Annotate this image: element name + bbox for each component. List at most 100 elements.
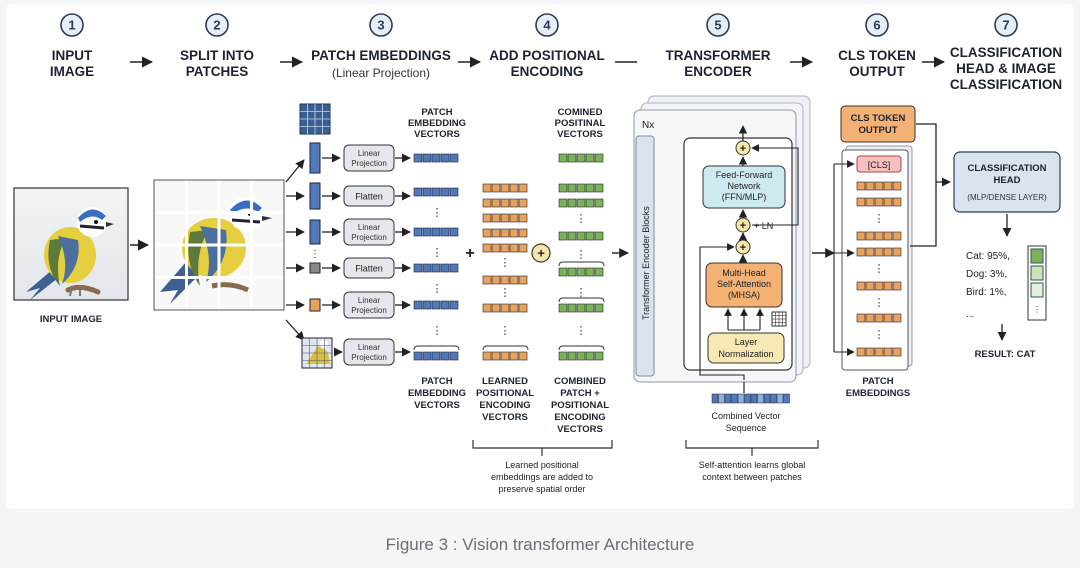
combined-bottom-line-4: ENCODING	[554, 412, 605, 423]
green-dots-2: ⋮	[576, 249, 587, 261]
combined-seq-line-2: Sequence	[726, 423, 767, 433]
svg-text:Projection: Projection	[351, 233, 387, 242]
step-3-header: 3 PATCH EMBEDDINGS (Linear Projection)	[311, 13, 451, 80]
step-4-header: 4 ADD POSITIONAL ENCODING	[489, 13, 605, 79]
patch-column: ⋮	[301, 142, 333, 369]
residual-add-ln-icon: +	[735, 217, 751, 233]
step-4-title-line-1: ADD POSITIONAL	[489, 48, 605, 63]
pos-note-line-2: embeddings are added to	[491, 472, 593, 482]
cls-vector-3	[856, 231, 902, 241]
projection-label-1b: Projection	[351, 159, 387, 168]
blue-vector-3	[413, 227, 459, 237]
green-vector-3	[558, 198, 604, 208]
blue-brace	[413, 345, 460, 351]
green-dots-4: ⋮	[576, 325, 587, 337]
layer-norm-line-1: Layer	[735, 337, 758, 347]
cls-token-label: [CLS]	[868, 160, 891, 170]
step-6-title-line-1: CLS TOKEN	[838, 48, 916, 63]
patch-fanout-arrows	[285, 159, 305, 341]
step-6-number: 6	[873, 18, 880, 33]
projection-to-vector-arrows	[395, 153, 411, 357]
prediction-ellipsis: ...	[966, 309, 974, 320]
green-dots-3: ⋮	[576, 287, 587, 299]
cls-vector-2	[856, 197, 902, 207]
step-3-number: 3	[377, 18, 384, 33]
patch-embedding-vectors: ⋮⋮⋮⋮	[413, 153, 460, 361]
add-operator-icon: +	[531, 243, 551, 263]
prediction-dog: Dog: 3%,	[966, 269, 1007, 280]
patch-token-5	[309, 298, 321, 312]
patch-token-4	[309, 262, 321, 274]
cls-output-box	[840, 105, 916, 143]
learned-pos-line-2: POSITIONAL	[476, 388, 534, 399]
layer-norm-line-2: Normalization	[718, 349, 773, 359]
svg-text:⋮: ⋮	[1033, 305, 1041, 314]
svg-text:+: +	[740, 220, 746, 232]
patch-embedding-vectors-top-line-2: EMBEDDING	[408, 118, 466, 129]
orange-dots-2: ⋮	[500, 287, 511, 299]
blue-dots-3: ⋮	[432, 283, 443, 295]
svg-text:+: +	[537, 246, 545, 261]
mhsa-line-2: Self-Attention	[717, 279, 771, 289]
step-5-header: 5 TRANSFORMER ENCODER	[666, 13, 771, 79]
cls-token	[856, 155, 902, 173]
step-3-subtitle: (Linear Projection)	[332, 66, 430, 80]
orange-brace	[482, 345, 529, 351]
green-vector-5	[558, 267, 604, 277]
pos-note-line-1: Learned positional	[505, 460, 579, 470]
orange-vector-5	[482, 243, 528, 253]
blue-vector-6	[413, 351, 459, 361]
step-7-badge	[994, 13, 1018, 37]
blue-dots-4: ⋮	[432, 325, 443, 337]
step-5-title-line-1: TRANSFORMER	[666, 48, 771, 63]
classification-head: CLASSIFICATION HEAD (MLP/DENSE LAYER)	[953, 151, 1061, 213]
green-dots-1: ⋮	[576, 213, 587, 225]
ffn-line-3: (FFN/MLP)	[722, 192, 767, 202]
step-5-number: 5	[714, 18, 721, 33]
step-6-badge	[865, 13, 889, 37]
cls-vector-4	[856, 247, 902, 257]
mhsa-line-3: (MHSA)	[728, 290, 760, 300]
classification-head-line-2: HEAD	[994, 175, 1021, 186]
step-7-header: 7 CLASSIFICATION HEAD & IMAGE CLASSIFICA…	[950, 13, 1062, 92]
combined-vector-sequence	[711, 393, 790, 404]
green-vector-7	[558, 351, 604, 361]
patch-embedding-vectors-top-line-1: PATCH	[421, 107, 452, 118]
encoder-blocks-label: Transformer Encoder Blocks	[641, 206, 651, 320]
blue-vector-1	[413, 153, 459, 163]
orange-vector-1	[482, 183, 528, 193]
pos-note-line-3: preserve spatial order	[498, 484, 585, 494]
patch-embedding-vectors-top-line-3: VECTORS	[414, 129, 460, 140]
encoder-blocks-bar	[635, 135, 655, 377]
combined-seq-line-1: Combined Vector	[711, 411, 780, 421]
predictions-list: Cat: 95%, Dog: 3%, Bird: 1%, ... ⋮	[966, 245, 1047, 321]
patch-embedding-vectors-bottom-line-2: EMBEDDING	[408, 388, 466, 399]
cls-dots-2: ⋮	[874, 263, 885, 275]
green-brace-2	[558, 297, 605, 303]
orange-vector-3	[482, 213, 528, 223]
projection-label-1a: Linear	[358, 149, 381, 158]
projection-box-6: Linear Projection	[343, 338, 395, 366]
svg-text:+: +	[740, 143, 746, 155]
blue-vector-2	[413, 187, 459, 197]
step-5-title-line-2: ENCODER	[684, 64, 752, 79]
projection-box-5: Linear Projection	[343, 291, 395, 319]
projection-box-3: Linear Projection	[343, 218, 395, 246]
step-7-title-line-1: CLASSIFICATION	[950, 45, 1062, 60]
encoder-nx: Nx	[642, 120, 654, 131]
projection-label-2: Flatten	[355, 192, 383, 202]
green-vector-6	[558, 303, 604, 313]
step-5-badge	[706, 13, 730, 37]
step-2-number: 2	[213, 18, 220, 33]
orange-vector-8	[482, 351, 528, 361]
cls-vector-6	[856, 313, 902, 323]
ffn-line-1: Feed-Forward	[716, 170, 773, 180]
combined-bottom-line-3: POSITIONAL	[551, 400, 609, 411]
step-6-header: 6 CLS TOKEN OUTPUT	[838, 13, 916, 79]
step-2-badge	[205, 13, 229, 37]
cls-input-arrows	[833, 160, 855, 356]
green-vector-1	[558, 153, 604, 163]
encoder-note-line-2: context between patches	[702, 472, 802, 482]
